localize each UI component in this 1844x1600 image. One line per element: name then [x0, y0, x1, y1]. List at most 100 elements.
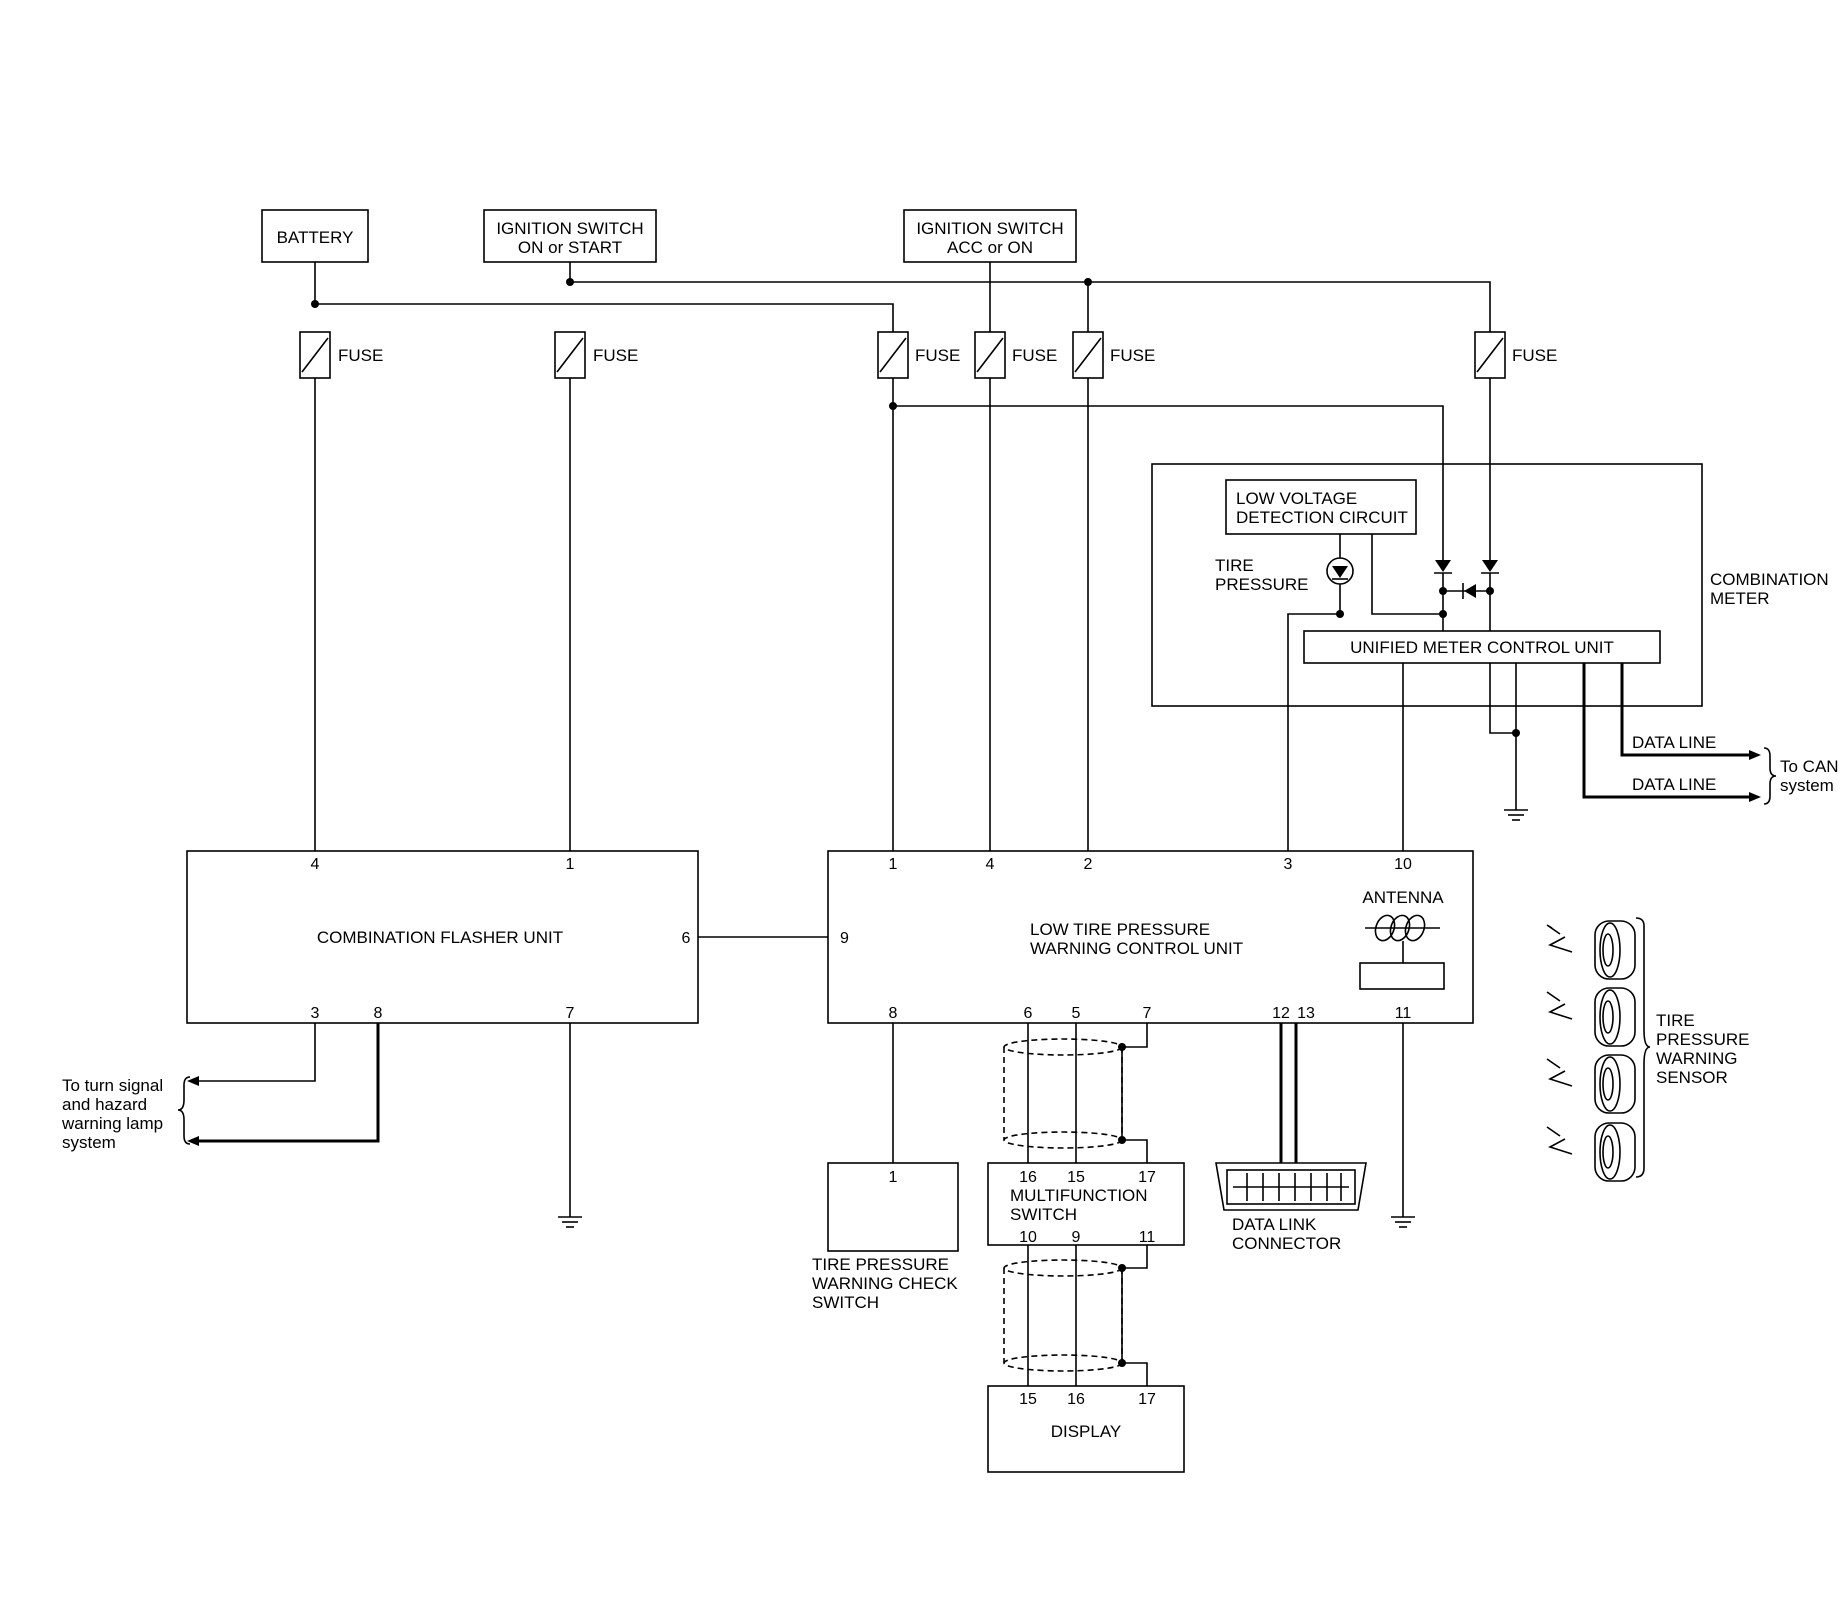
signal-icon-2 — [1546, 991, 1573, 1020]
ltpw-pin-1: 1 — [889, 856, 898, 873]
fuse-wires — [314, 378, 1491, 851]
ltpw-pin-12: 12 — [1272, 1005, 1290, 1022]
data-link-label-2: CONNECTOR — [1232, 1234, 1341, 1253]
tire-sensor-4 — [1546, 1122, 1636, 1182]
control-unit-ground-icon — [1391, 1216, 1415, 1228]
ltpw-title-2: WARNING CONTROL UNIT — [1030, 939, 1243, 958]
turn-signal-line-1: To turn signal — [62, 1076, 163, 1095]
fuse-4: FUSE — [974, 331, 1057, 379]
turn-arrow-1 — [187, 1076, 199, 1086]
tire-pressure-lamp-label-1: TIRE — [1215, 556, 1254, 575]
mfs-bottom-pin-10: 10 — [1019, 1229, 1037, 1246]
ltpw-pin-8: 8 — [889, 1005, 898, 1022]
fuse-4-label: FUSE — [1012, 346, 1057, 365]
ignition-acc-on-box: IGNITION SWITCH ACC or ON — [903, 209, 1077, 263]
fuse-2-label: FUSE — [593, 346, 638, 365]
fuse-3: FUSE — [877, 331, 960, 379]
to-can-label-2: system — [1780, 776, 1834, 795]
tire-pressure-lamp-label-2: PRESSURE — [1215, 575, 1309, 594]
antenna: ANTENNA — [1359, 888, 1445, 990]
unified-meter-label: UNIFIED METER CONTROL UNIT — [1350, 638, 1614, 657]
display-pin-16: 16 — [1067, 1391, 1085, 1408]
ltpw-pin-5: 5 — [1072, 1005, 1081, 1022]
check-switch-label-2: WARNING CHECK — [812, 1274, 958, 1293]
fuse-5-label: FUSE — [1110, 346, 1155, 365]
turn-signal-line-3: warning lamp — [61, 1114, 163, 1133]
shield-bottom-1 — [1003, 1131, 1123, 1149]
mfs-bottom-pin-9: 9 — [1072, 1229, 1081, 1246]
fuse-2: FUSE — [554, 331, 638, 379]
can-brace — [1763, 747, 1777, 805]
mfs-label-1: MULTIFUNCTION — [1010, 1186, 1148, 1205]
to-can-label-1: To CAN — [1780, 757, 1839, 776]
turn-brace — [177, 1076, 191, 1145]
mfs-bottom-pin-11: 11 — [1139, 1229, 1156, 1246]
flasher-pin-6: 6 — [682, 930, 691, 947]
tire-pressure-warning-check-switch: 1 TIRE PRESSURE WARNING CHECK SWITCH — [812, 1162, 959, 1312]
data-line-label-2: DATA LINE — [1632, 775, 1716, 794]
flasher-pin-7: 7 — [566, 1005, 575, 1022]
flasher-pin-4: 4 — [311, 856, 320, 873]
flasher-output-wires: To turn signal and hazard warning lamp s… — [61, 1023, 582, 1228]
turn-arrow-2 — [187, 1136, 199, 1146]
low-voltage-detection-circuit: LOW VOLTAGE DETECTION CIRCUIT — [1225, 479, 1417, 535]
ignition-on-start-label-2: ON or START — [518, 238, 622, 257]
mfs-top-pin-16: 16 — [1019, 1169, 1037, 1186]
display: 15 16 17 DISPLAY — [987, 1385, 1185, 1473]
diode-left-icon — [1434, 560, 1452, 574]
flasher-pin-3: 3 — [311, 1005, 320, 1022]
check-switch-label-3: SWITCH — [812, 1293, 879, 1312]
combination-flasher-unit: COMBINATION FLASHER UNIT 4 1 6 3 8 7 — [186, 850, 699, 1024]
ltpw-pin-7: 7 — [1143, 1005, 1152, 1022]
data-line-arrow-1 — [1749, 750, 1761, 760]
low-tire-pressure-warning-control-unit: LOW TIRE PRESSURE WARNING CONTROL UNIT 1… — [827, 850, 1474, 1024]
display-label: DISPLAY — [1051, 1422, 1122, 1441]
fuse-1: FUSE — [299, 331, 383, 379]
lower-wires — [892, 1023, 1415, 1386]
sensor-label-1: TIRE — [1656, 1011, 1695, 1030]
connector-pins-icon — [1233, 1173, 1349, 1201]
ltpw-title-1: LOW TIRE PRESSURE — [1030, 920, 1210, 939]
ltpw-pin-3: 3 — [1284, 856, 1293, 873]
tire-pressure-warning-sensors: TIRE PRESSURE WARNING SENSOR — [1546, 917, 1750, 1182]
ltpw-pin-11: 11 — [1395, 1005, 1412, 1022]
sensor-brace — [1635, 917, 1651, 1178]
ltpw-pin-2: 2 — [1084, 856, 1093, 873]
ltpw-pin-6: 6 — [1024, 1005, 1033, 1022]
combination-meter-label-2: METER — [1710, 589, 1770, 608]
combination-meter: COMBINATION METER LOW VOLTAGE DETECTION … — [1151, 463, 1829, 851]
diode-right-icon — [1481, 560, 1499, 574]
sensor-label-3: WARNING — [1656, 1049, 1738, 1068]
unified-meter-control-unit: UNIFIED METER CONTROL UNIT — [1303, 630, 1661, 664]
shield-top-2 — [1003, 1259, 1123, 1277]
battery-box: BATTERY — [261, 209, 369, 263]
sensor-label-2: PRESSURE — [1656, 1030, 1750, 1049]
ignition-on-start-label-1: IGNITION SWITCH — [496, 219, 643, 238]
tire-sensor-1 — [1546, 920, 1636, 980]
meter-output-wires: DATA LINE DATA LINE To CAN system — [1402, 663, 1839, 851]
shield-bottom-2 — [1003, 1354, 1123, 1372]
ltpw-pin-13: 13 — [1297, 1005, 1315, 1022]
data-link-connector: DATA LINK CONNECTOR — [1215, 1162, 1367, 1253]
ltpw-pin-10: 10 — [1394, 856, 1412, 873]
fuse-3-label: FUSE — [915, 346, 960, 365]
check-switch-label-1: TIRE PRESSURE — [812, 1255, 949, 1274]
ignition-on-start-box: IGNITION SWITCH ON or START — [483, 209, 657, 263]
turn-signal-line-4: system — [62, 1133, 116, 1152]
display-pin-15: 15 — [1019, 1391, 1037, 1408]
mfs-top-pin-15: 15 — [1067, 1169, 1085, 1186]
fuse-1-label: FUSE — [338, 346, 383, 365]
multifunction-switch: 16 15 17 MULTIFUNCTION SWITCH 10 9 11 — [987, 1162, 1185, 1246]
turn-signal-line-2: and hazard — [62, 1095, 147, 1114]
tire-sensor-2 — [1546, 987, 1636, 1047]
signal-icon-3 — [1546, 1058, 1573, 1087]
flasher-title: COMBINATION FLASHER UNIT — [317, 928, 563, 947]
data-line-label-1: DATA LINE — [1632, 733, 1716, 752]
antenna-coil-icon — [1365, 914, 1440, 942]
flasher-pin-8: 8 — [374, 1005, 383, 1022]
signal-icon-4 — [1546, 1126, 1573, 1155]
bus-wires — [311, 262, 1491, 332]
mfs-top-pin-17: 17 — [1138, 1169, 1156, 1186]
flasher-pin-1: 1 — [566, 856, 575, 873]
